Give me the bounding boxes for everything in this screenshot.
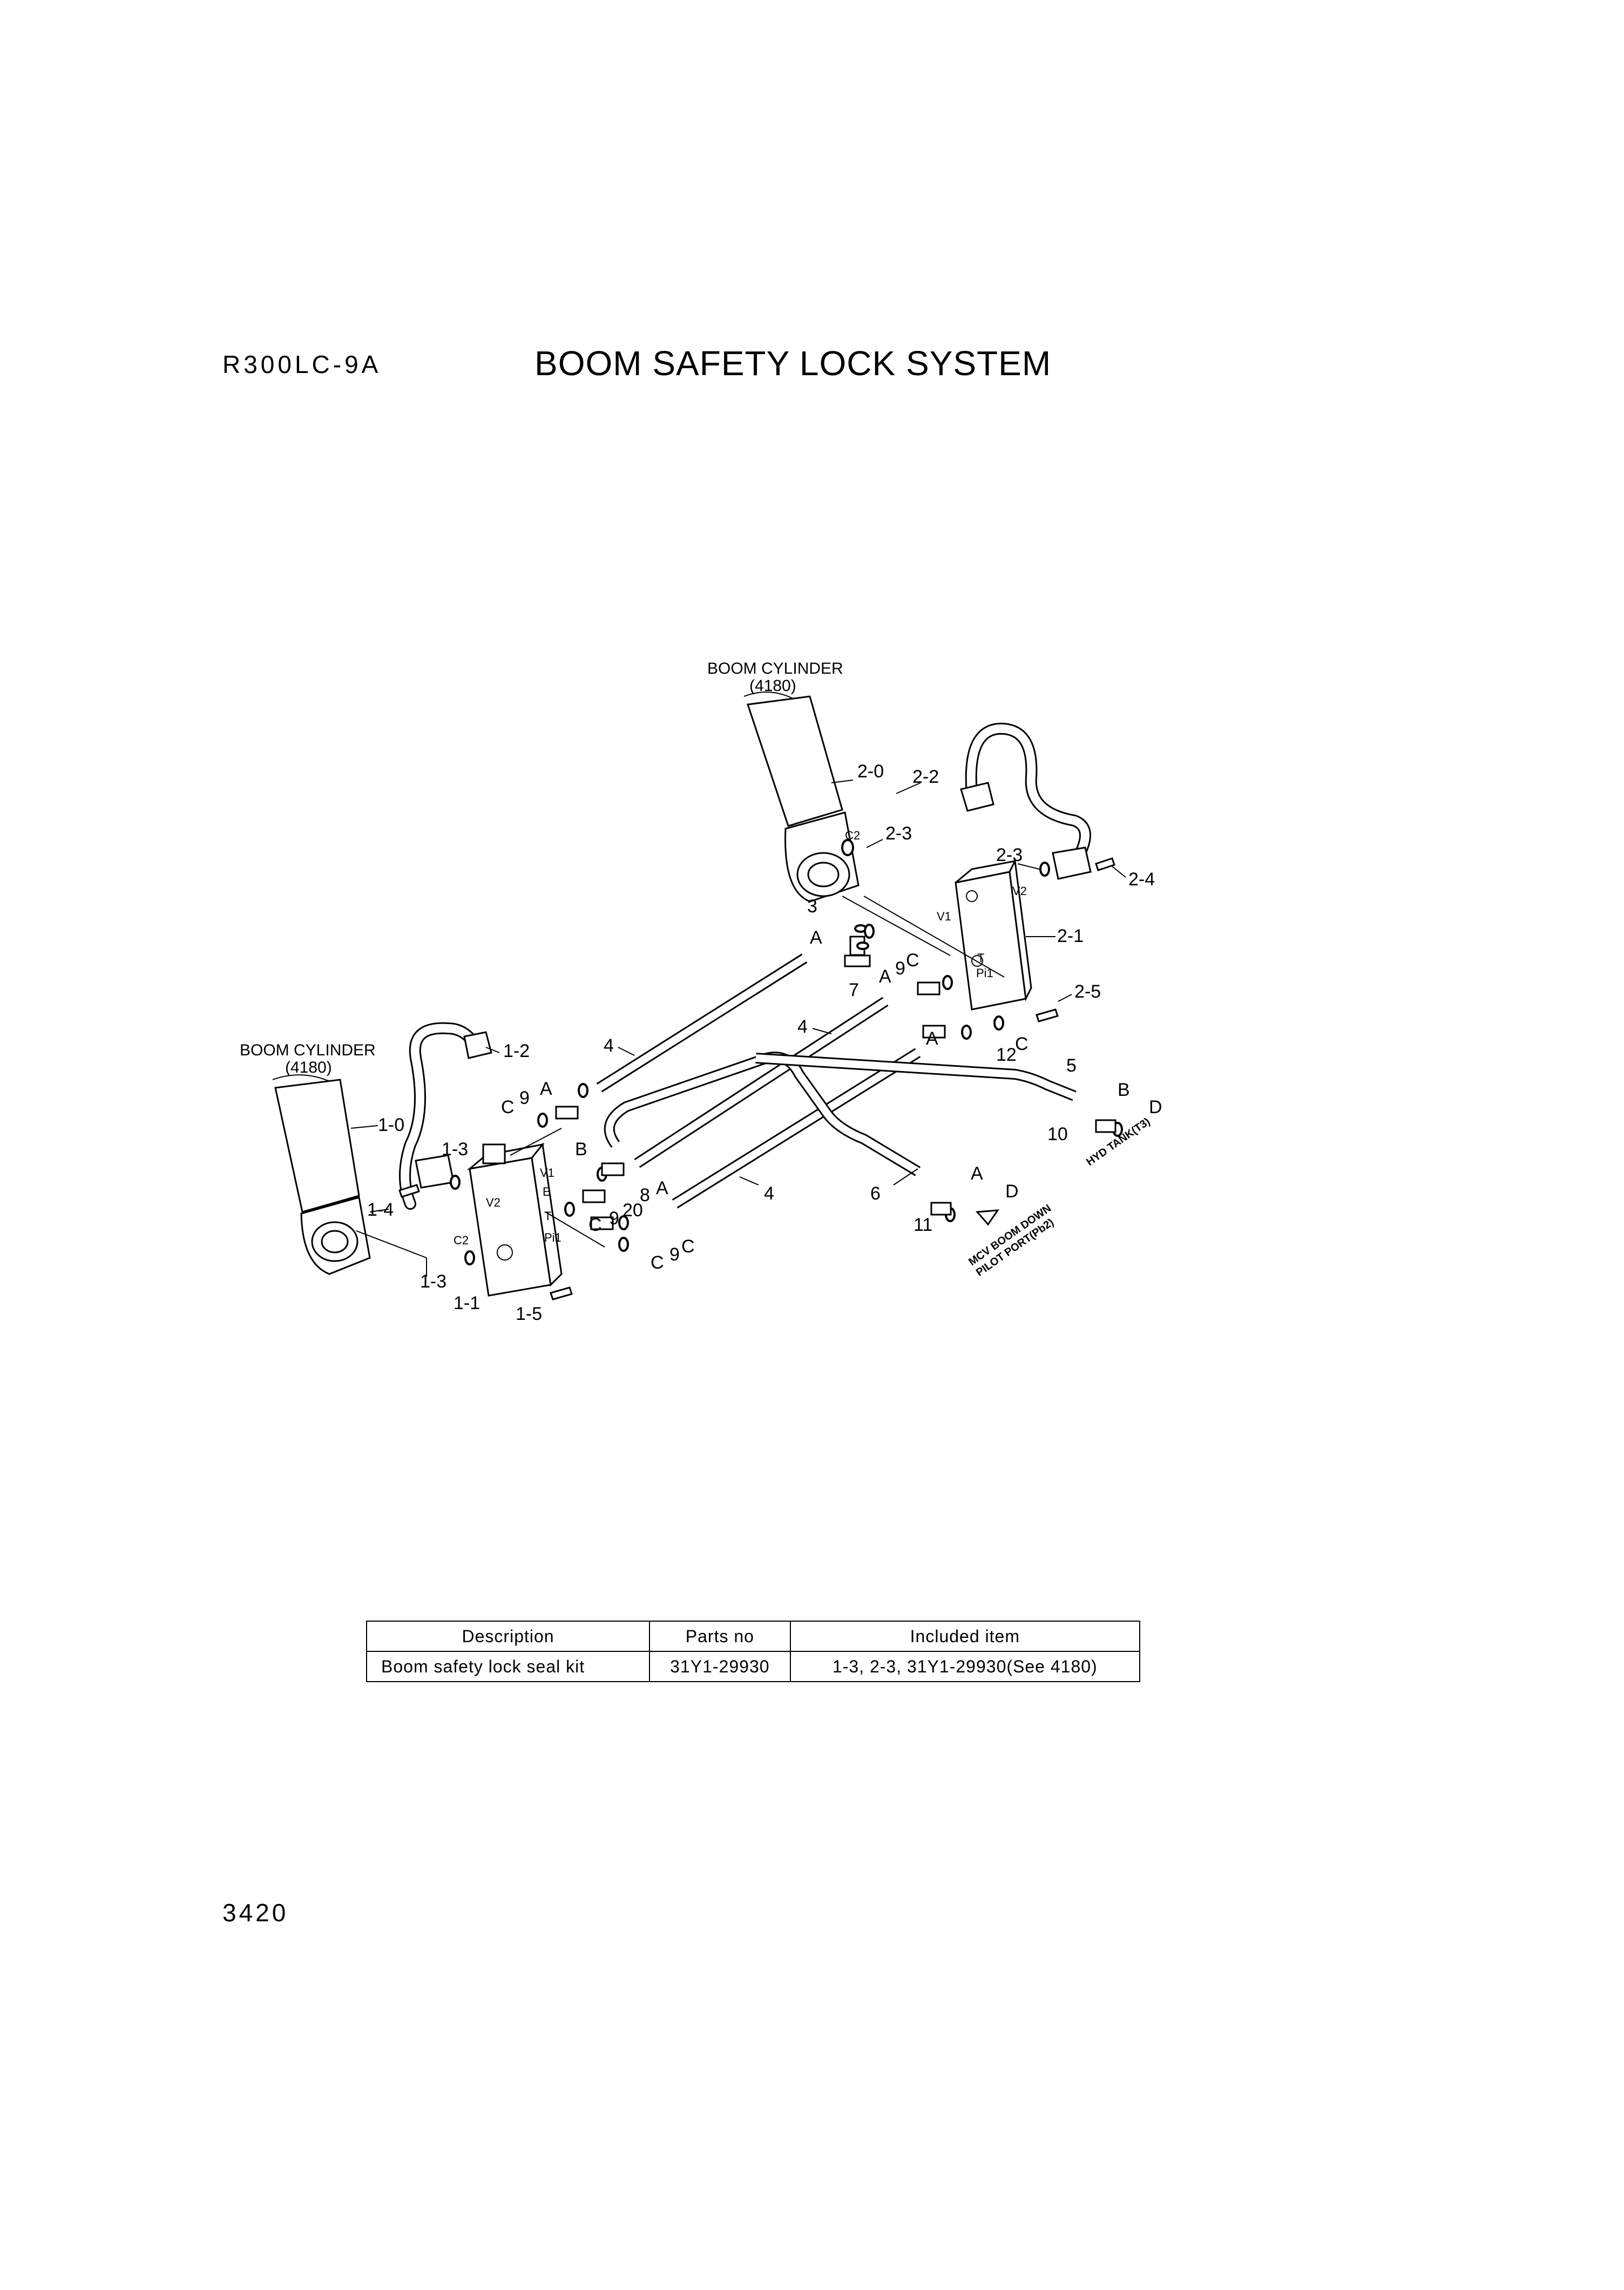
label-c-1: C [906,950,919,971]
right-boom-cylinder: C2 [743,692,860,903]
t-mark-left: T [544,1209,551,1223]
label-d-1: D [1149,1097,1162,1117]
label-c-6: C [651,1252,664,1273]
label-2-3-a: 2-3 [885,823,912,844]
label-4-c: 4 [764,1183,774,1204]
arrow-to-mcv [975,1209,1000,1226]
label-4-a: 4 [604,1035,614,1056]
label-c-5: C [681,1236,695,1257]
label-6: 6 [870,1183,881,1204]
left-boom-cylinder: C2 [272,1074,469,1275]
label-9-b: 9 [519,1088,530,1108]
label-1-0: 1-0 [378,1115,404,1135]
label-a-3: A [926,1028,938,1049]
hose-4-lower [672,1048,921,1209]
label-c-4: C [588,1215,602,1235]
v2-mark-right: V2 [1012,884,1027,898]
label-b-1: B [1118,1080,1130,1100]
label-11: 11 [914,1215,932,1235]
pi1-mark-right: Pi1 [976,966,993,980]
boom-cylinder-callout-right: BOOM CYLINDER [707,660,843,677]
label-1-1: 1-1 [454,1293,480,1313]
boom-cylinder-ref-left: (4180) [285,1059,332,1076]
label-a-5: A [656,1178,668,1198]
label-2-4: 2-4 [1128,869,1155,890]
hose-5 [755,1053,1077,1101]
label-9-d: 9 [669,1244,680,1265]
label-12: 12 [996,1045,1017,1065]
seal-kit-table: Description Parts no Included item Boom … [366,1621,1141,1682]
col-description-header: Description [366,1621,651,1652]
label-b-2: B [575,1139,587,1160]
cell-included-item: 1-3, 2-3, 31Y1-29930(See 4180) [789,1651,1141,1682]
label-c-3: C [501,1097,515,1117]
label-5: 5 [1066,1055,1077,1076]
part-labels: 2-0 2-2 2-3 2-3 2-4 2-1 2-5 3 A 7 A 9 C … [367,761,1162,1324]
v2-mark-left: V2 [486,1196,500,1209]
page-title: BOOM SAFETY LOCK SYSTEM [534,344,1052,383]
pipe-2-2 [960,722,1092,880]
label-1-5: 1-5 [516,1304,542,1324]
label-d-2: D [1005,1181,1019,1202]
label-7: 7 [849,980,859,1000]
label-3: 3 [807,896,817,917]
label-2-3-b: 2-3 [996,845,1023,865]
pi1-mark-left: Pi1 [544,1231,561,1244]
hose-4-middle [634,997,889,1168]
label-20: 20 [622,1200,643,1221]
safety-valve-2-1: V1 V2 T Pi1 [937,858,1032,1011]
page-number: 3420 [222,1899,289,1927]
label-a-2: A [879,966,891,987]
label-9-c: 9 [609,1208,619,1229]
col-included-item-header: Included item [789,1621,1141,1652]
label-10: 10 [1047,1124,1068,1144]
safety-valve-1-1: V1 V2 E T Pi1 [466,1142,563,1297]
v1-mark-left: V1 [540,1166,554,1180]
col-parts-no-header: Parts no [649,1621,791,1652]
e-mark-left: E [543,1185,551,1198]
label-a-6: A [971,1163,983,1184]
v1-mark-right: V1 [937,910,951,923]
label-a-4: A [540,1079,552,1099]
label-a-1: A [810,927,822,948]
label-8: 8 [640,1185,650,1205]
boom-cylinder-callout-left: BOOM CYLINDER [240,1041,376,1059]
label-4-b: 4 [797,1017,808,1037]
c2-port-mark-left: C2 [454,1234,469,1247]
cell-parts-no: 31Y1-29930 [649,1651,791,1682]
label-1-3-b: 1-3 [420,1271,446,1292]
leader-lines [350,780,1126,1277]
label-2-1: 2-1 [1057,926,1084,946]
label-2-0: 2-0 [857,761,884,782]
model-code: R300LC-9A [222,350,382,378]
pipe-1-2 [399,1022,492,1210]
label-2-2: 2-2 [912,767,939,787]
label-1-2: 1-2 [503,1041,530,1061]
table-header-row: Description Parts no Included item [366,1621,1141,1652]
cell-description: Boom safety lock seal kit [366,1651,651,1682]
table-row: Boom safety lock seal kit 31Y1-29930 1-3… [366,1651,1141,1682]
label-1-4: 1-4 [367,1200,394,1220]
label-9-a: 9 [895,958,905,979]
label-2-5: 2-5 [1074,981,1101,1002]
boom-cylinder-ref-right: (4180) [749,677,796,695]
label-1-3-a: 1-3 [442,1139,468,1160]
fittings [398,839,1123,1300]
hose-4-upper [596,953,808,1093]
label-c-2: C [1015,1034,1028,1054]
